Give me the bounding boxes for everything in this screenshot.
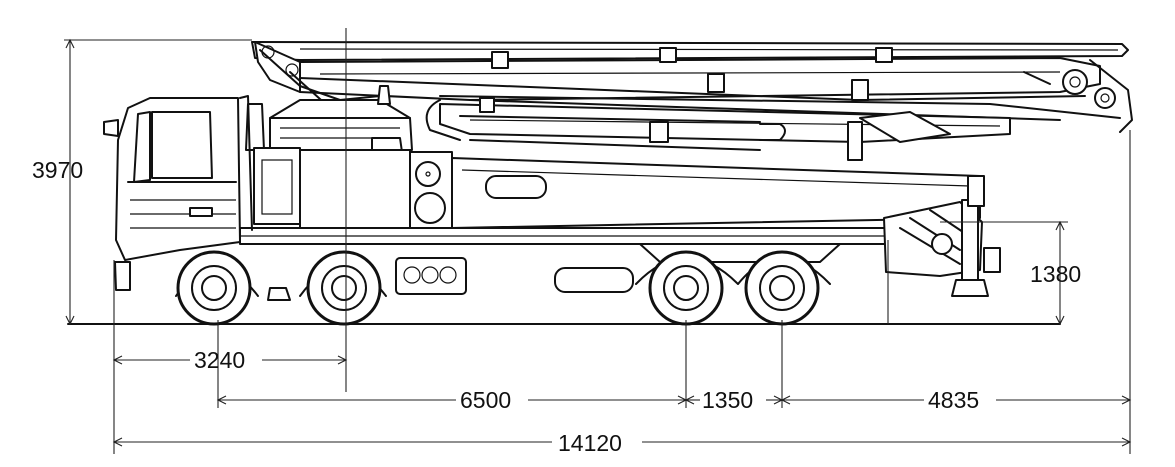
wheel-rear-1 — [648, 250, 724, 326]
cab — [103, 95, 253, 291]
dim-label-outrigger-height: 1380 — [1030, 261, 1081, 287]
dim-label-height: 3970 — [32, 157, 83, 183]
wheel-rear-2 — [744, 250, 820, 326]
wheels — [175, 250, 831, 326]
dim-label-axle-spacing: 1350 — [702, 387, 753, 413]
slewing-turret — [245, 85, 413, 153]
dim-label-overall-length: 14120 — [558, 430, 622, 456]
wheel-front-2 — [306, 250, 382, 326]
folded-boom — [251, 41, 1133, 161]
dim-label-wheelbase: 6500 — [460, 387, 511, 413]
rear-outrigger-hopper — [883, 175, 1001, 297]
dimension-lines — [64, 28, 1132, 454]
chassis-body — [239, 147, 981, 295]
dim-label-rear-overhang: 4835 — [928, 387, 979, 413]
dim-label-front-overhang: 3240 — [194, 347, 245, 373]
wheel-front-1 — [176, 250, 252, 326]
